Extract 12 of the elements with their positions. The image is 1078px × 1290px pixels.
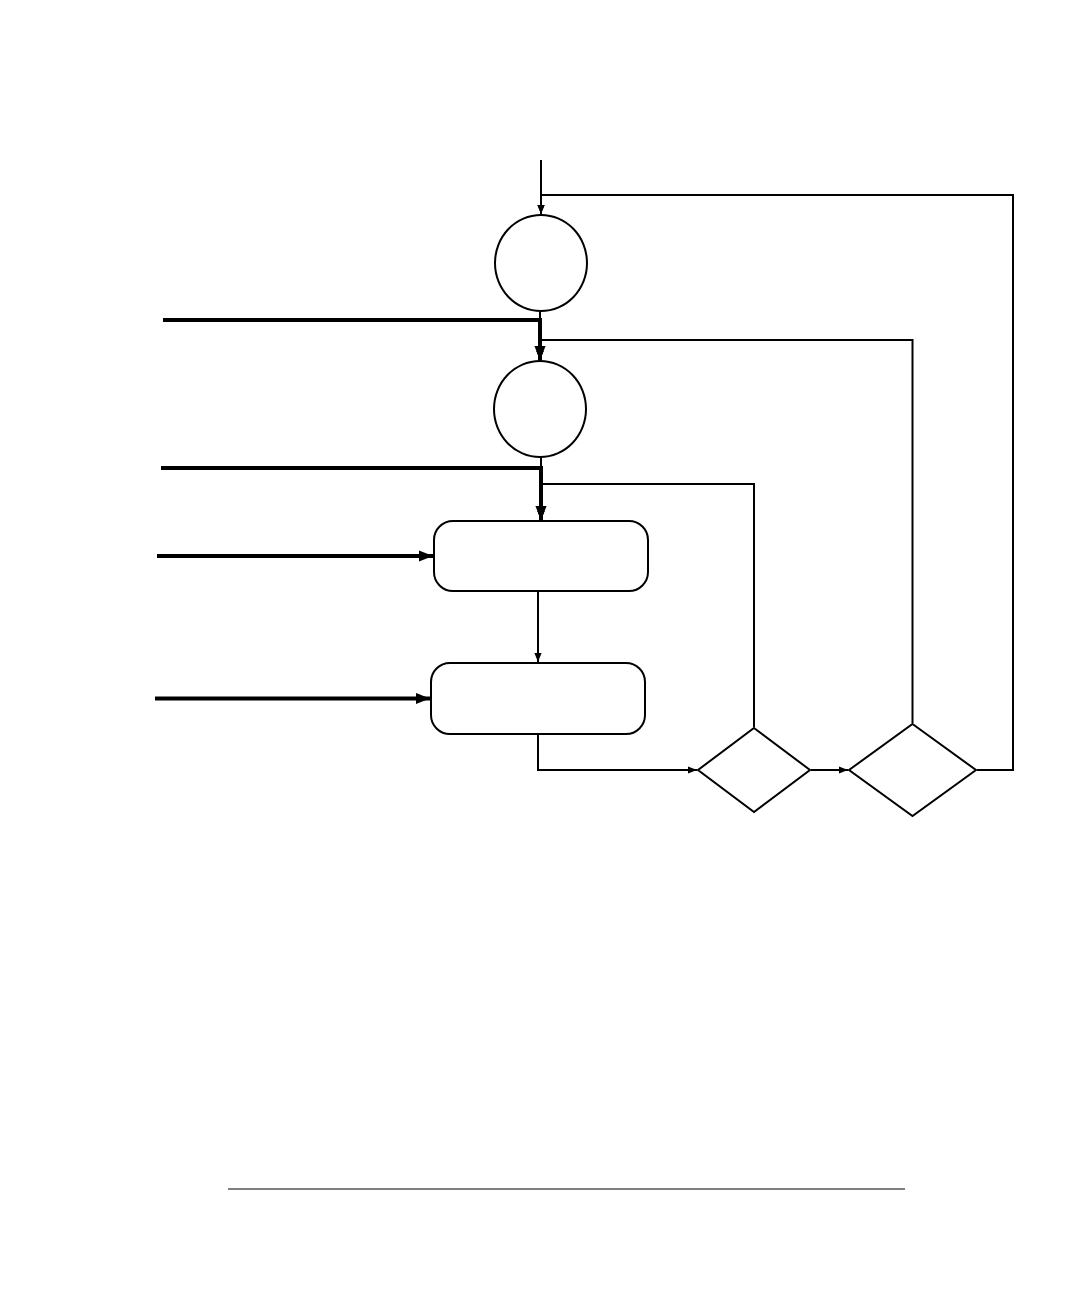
arrow [161, 466, 547, 520]
process-box [433, 520, 649, 592]
arrow [810, 766, 849, 774]
arrow [163, 318, 546, 360]
arrow [155, 692, 430, 705]
arrow [534, 591, 542, 663]
process-box [430, 662, 646, 735]
decision-diamond [697, 727, 811, 813]
arrow [157, 550, 433, 562]
arrow [537, 194, 1014, 771]
decision-diamond [848, 723, 977, 817]
arrow [537, 734, 698, 774]
